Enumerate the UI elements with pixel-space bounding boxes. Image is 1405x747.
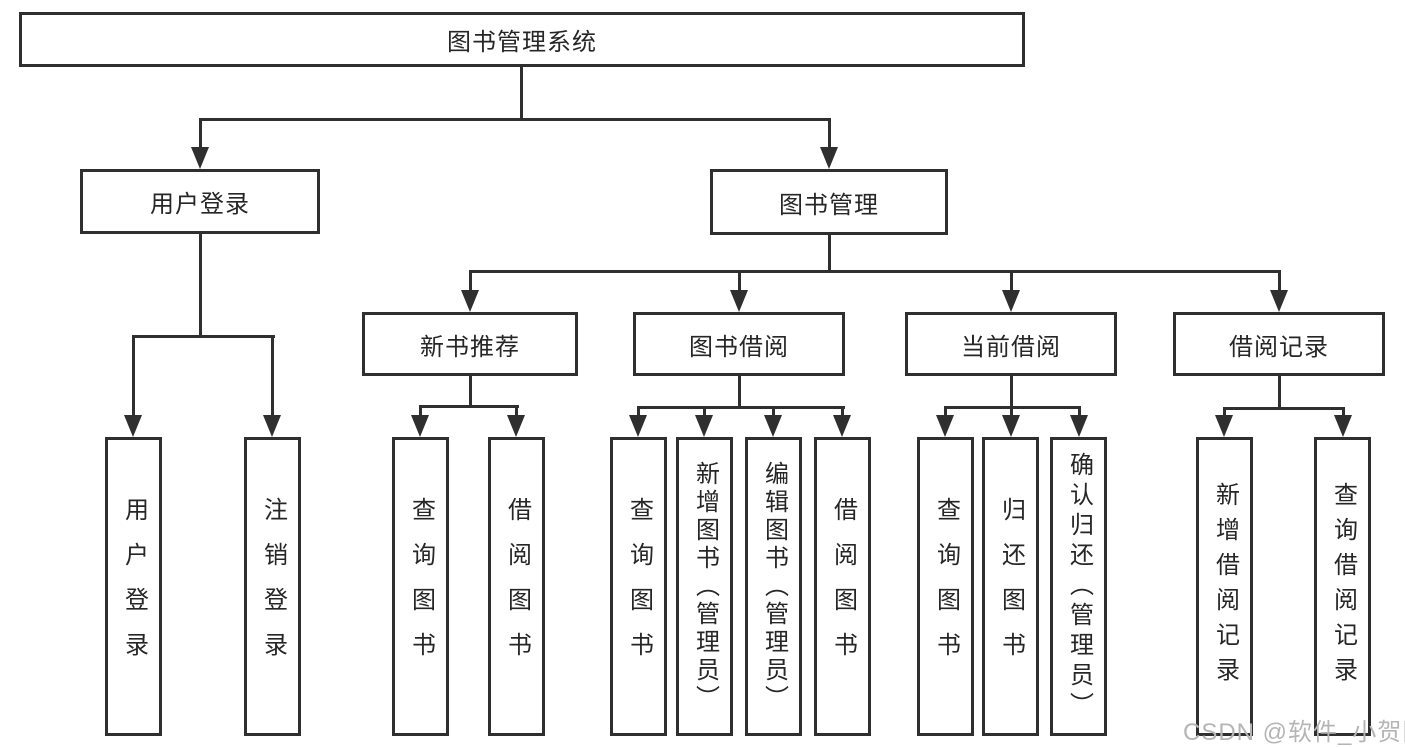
leaf-label: 查询借阅记录 [1329, 481, 1357, 692]
connector-root-stub [520, 67, 523, 119]
node-label: 图书管理系统 [447, 29, 597, 56]
leaf-label: 借阅图书 [503, 496, 531, 677]
connector-to-leaf-add-record [1223, 407, 1226, 421]
connector-to-new-book-recommend [469, 270, 472, 296]
connector-new-book-stub [469, 376, 472, 407]
connector-to-leaf-query-books-c [944, 406, 947, 421]
connector-to-book-management [828, 118, 831, 153]
node-label: 当前借阅 [961, 333, 1061, 361]
arrowhead-to-leaf-query-books-b [629, 415, 647, 437]
connector-to-leaf-return-books [1010, 406, 1013, 421]
node-user-login: 用户登录 [80, 169, 320, 234]
connector-borrow-records-rail [1223, 407, 1345, 410]
arrowhead-to-leaf-edit-books [764, 415, 782, 437]
connector-book-borrow-stub [738, 376, 741, 408]
arrowhead-to-leaf-return-books [1002, 415, 1020, 437]
arrowhead-to-leaf-query-record [1334, 415, 1352, 437]
leaf-edit-books-admin: 编辑图书（管理员） [745, 437, 802, 736]
node-book-management: 图书管理 [710, 169, 948, 235]
leaf-label: 注销登录 [259, 496, 287, 677]
connector-to-user-login [199, 118, 202, 153]
leaf-label: 新增图书（管理员） [691, 460, 719, 713]
leaf-query-borrow-record: 查询借阅记录 [1314, 437, 1371, 736]
connector-to-borrow-records [1278, 270, 1281, 296]
arrowhead-to-leaf-query-books-a [411, 415, 429, 437]
node-new-book-recommend: 新书推荐 [362, 312, 578, 376]
leaf-add-borrow-record: 新增借阅记录 [1196, 437, 1253, 736]
leaf-borrow-books-borrow: 借阅图书 [814, 437, 871, 736]
leaf-confirm-return-admin: 确认归还（管理员） [1050, 437, 1107, 736]
leaf-query-books-borrow: 查询图书 [610, 437, 667, 736]
arrowhead-to-leaf-query-books-c [936, 415, 954, 437]
leaf-query-books-current: 查询图书 [917, 437, 974, 736]
connector-to-leaf-query-books-a [419, 405, 422, 421]
connector-book-management-rail [469, 270, 1281, 273]
connector-to-leaf-user-login [132, 335, 135, 421]
arrowhead-to-user-login [191, 147, 209, 169]
arrowhead-to-borrow-records [1270, 290, 1288, 312]
node-library-management-system: 图书管理系统 [19, 12, 1025, 67]
connector-to-leaf-borrow-books-b [841, 406, 844, 421]
leaf-query-books-recommend: 查询图书 [392, 437, 449, 736]
leaf-add-books-admin: 新增图书（管理员） [676, 437, 733, 736]
leaf-label: 编辑图书（管理员） [760, 460, 788, 713]
connector-root-rail [199, 118, 831, 121]
arrowhead-to-leaf-add-books [695, 415, 713, 437]
arrowhead-to-current-borrow [1002, 290, 1020, 312]
connector-borrow-records-stub [1278, 376, 1281, 409]
node-borrow-records: 借阅记录 [1173, 312, 1385, 376]
node-label: 图书管理 [779, 191, 879, 219]
connector-to-leaf-add-books [703, 406, 706, 421]
leaf-return-books: 归还图书 [982, 437, 1039, 736]
leaf-label: 查询图书 [407, 496, 435, 677]
arrowhead-to-new-book-recommend [461, 290, 479, 312]
leaf-user-login: 用户登录 [105, 437, 162, 736]
connector-book-borrow-rail [637, 406, 845, 409]
connector-current-borrow-stub [1010, 376, 1013, 408]
connector-to-leaf-edit-books [772, 406, 775, 421]
connector-book-management-stub [828, 235, 831, 272]
connector-to-leaf-query-books-b [637, 406, 640, 421]
arrowhead-to-leaf-add-record [1215, 415, 1233, 437]
node-label: 图书借阅 [689, 333, 789, 361]
leaf-label: 借阅图书 [829, 496, 857, 677]
connector-to-book-borrow [738, 270, 741, 296]
csdn-watermark: CSDN @软件_小贺同学 [1183, 719, 1405, 746]
connector-to-leaf-logout [271, 335, 274, 421]
leaf-label: 查询图书 [932, 496, 960, 677]
leaf-label: 归还图书 [997, 496, 1025, 677]
leaf-label: 新增借阅记录 [1211, 481, 1239, 692]
node-current-borrow: 当前借阅 [905, 312, 1117, 376]
node-label: 用户登录 [150, 191, 250, 218]
connector-user-login-stub [199, 234, 202, 337]
arrowhead-to-leaf-user-login [124, 415, 142, 437]
arrowhead-to-leaf-borrow-books-b [833, 415, 851, 437]
leaf-borrow-books-recommend: 借阅图书 [488, 437, 545, 736]
connector-new-book-rail [419, 405, 519, 408]
connector-user-login-rail [132, 335, 275, 338]
leaf-label: 查询图书 [625, 496, 653, 677]
leaf-label: 用户登录 [120, 496, 148, 677]
node-book-borrow: 图书借阅 [633, 312, 845, 376]
arrowhead-to-leaf-borrow-books-a [507, 415, 525, 437]
arrowhead-to-leaf-confirm-return [1070, 415, 1088, 437]
arrowhead-to-leaf-logout [263, 415, 281, 437]
node-label: 借阅记录 [1229, 333, 1329, 361]
leaf-logout-login: 注销登录 [244, 437, 301, 736]
connector-to-current-borrow [1010, 270, 1013, 296]
node-label: 新书推荐 [420, 333, 520, 361]
connector-to-leaf-query-record [1342, 407, 1345, 421]
arrowhead-to-book-management [820, 147, 838, 169]
connector-to-leaf-confirm-return [1078, 406, 1081, 421]
leaf-label: 确认归还（管理员） [1065, 451, 1093, 722]
connector-to-leaf-borrow-books-a [515, 405, 518, 421]
arrowhead-to-book-borrow [730, 290, 748, 312]
